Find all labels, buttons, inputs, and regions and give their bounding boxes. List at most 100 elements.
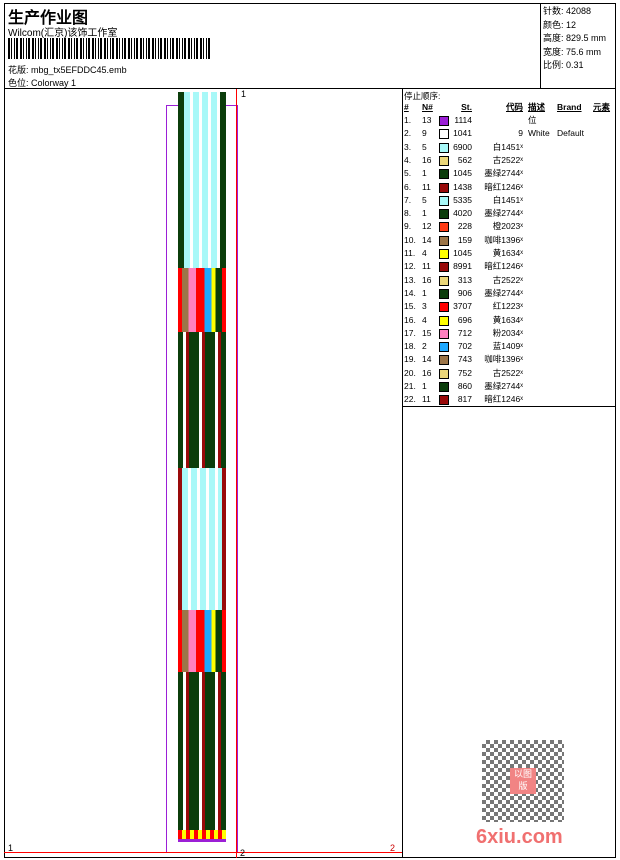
table-row: 10. 14 159 咖啡1396ˣ [403, 234, 616, 247]
stitch-count: 5335 [453, 194, 472, 205]
row-index: 15. [404, 301, 416, 312]
color-code: 古2522ˣ [492, 274, 523, 285]
stitch-count: 1438 [453, 181, 472, 192]
color-swatch [439, 328, 449, 339]
color-code: 橙2023ˣ [492, 221, 523, 232]
table-row: 20. 16 752 古2522ˣ [403, 367, 616, 380]
stitch-count: 696 [457, 314, 472, 325]
needle-number: 4 [422, 314, 427, 325]
column-header: # [404, 102, 409, 112]
row-index: 1. [404, 115, 412, 125]
description: 位 [528, 115, 537, 125]
embroidery-stripes [178, 672, 226, 830]
color-code: 粉2034ˣ [492, 327, 523, 338]
colorway-value: Colorway 1 [31, 78, 77, 88]
marker-left: 1 [8, 843, 14, 853]
needle-number: 4 [422, 248, 427, 258]
stitch-count: 752 [457, 367, 472, 378]
row-index: 19. [404, 354, 416, 365]
color-swatch [439, 129, 449, 140]
table-row: 11. 4 1045 黄1634ˣ [403, 247, 616, 260]
table-row: 3. 5 6900 白1451ˣ [403, 141, 616, 154]
color-code: 白1451ˣ [492, 141, 523, 152]
color-swatch [439, 288, 449, 299]
marker-top: 1 [241, 89, 247, 99]
needle-number: 1 [422, 287, 427, 298]
embroidery-white-zigzag [178, 92, 226, 268]
needle-number: 15 [422, 327, 432, 338]
color-swatch [439, 222, 449, 233]
watermark-text: 6xiu.com [476, 826, 563, 848]
color-swatch [439, 116, 449, 126]
color-code: 古2522ˣ [492, 367, 523, 378]
table-row: 9. 12 228 橙2023ˣ [403, 220, 616, 233]
info-value: 42088 [566, 6, 592, 16]
color-swatch [439, 368, 449, 379]
color-swatch [439, 169, 449, 180]
color-swatch [439, 302, 449, 313]
table-row: 14. 1 906 墨绿2744ˣ [403, 287, 616, 300]
company-name: Wilcom(汇京)该饰工作室 [8, 28, 118, 39]
row-index: 20. [404, 367, 416, 378]
table-row: 13. 16 313 古2522ˣ [403, 274, 616, 287]
stitch-count: 1045 [453, 168, 472, 179]
needle-number: 13 [422, 115, 432, 125]
column-header: N# [422, 102, 433, 112]
color-swatch [439, 209, 449, 220]
table-row: 4. 16 562 古2522ˣ [403, 154, 616, 167]
colorway: 色位: Colorway 1 [8, 76, 76, 89]
table-row: 19. 14 743 咖啡1396ˣ [403, 353, 616, 366]
stitch-count: 702 [457, 341, 472, 352]
seal-logo: 以图版 [510, 768, 536, 794]
info-row: 颜色: 12 [543, 19, 616, 33]
table-row: 17. 15 712 粉2034ˣ [403, 327, 616, 340]
color-swatch [439, 195, 449, 206]
file-name: mbg_tx5EFDDC45.emb [31, 65, 127, 75]
color-swatch [439, 249, 449, 259]
row-index: 9. [404, 221, 412, 232]
table-row: 8. 1 4020 墨绿2744ˣ [403, 207, 616, 220]
stitch-count: 3707 [453, 301, 472, 312]
description: White [528, 128, 550, 139]
table-row: 5. 1 1045 墨绿2744ˣ [403, 167, 616, 180]
stitch-count: 906 [457, 287, 472, 298]
color-code: 咖啡1396ˣ [484, 234, 523, 245]
color-swatch [439, 155, 449, 166]
guide-line [236, 89, 237, 858]
color-swatch [439, 182, 449, 193]
row-index: 10. [404, 234, 416, 245]
info-label: 针数: [543, 6, 564, 16]
stitch-count: 743 [457, 354, 472, 365]
column-header: 描述 [528, 102, 546, 112]
color-code: 墨绿2744ˣ [484, 381, 523, 391]
needle-number: 5 [422, 194, 427, 205]
color-swatch [439, 395, 449, 406]
barcode [8, 38, 212, 59]
needle-number: 16 [422, 367, 432, 378]
column-header: St. [461, 102, 472, 112]
table-title: 停止顺序: [404, 91, 441, 101]
stitch-count: 313 [457, 274, 472, 285]
table-row: 6. 11 1438 暗红1246ˣ [403, 181, 616, 194]
stitch-count: 1045 [453, 248, 472, 258]
color-code: 黄1634ˣ [492, 248, 523, 258]
info-value: 829.5 mm [566, 33, 607, 43]
needle-number: 14 [422, 234, 432, 245]
stitch-count: 712 [457, 327, 472, 338]
needle-number: 12 [422, 221, 432, 232]
row-index: 6. [404, 181, 412, 192]
info-value: 75.6 mm [566, 46, 602, 57]
row-index: 3. [404, 141, 412, 152]
row-index: 21. [404, 381, 416, 391]
page-title: 生产作业图 [8, 10, 89, 27]
qr-code: 以图版 [482, 740, 564, 822]
table-row: 18. 2 702 蓝1409ˣ [403, 340, 616, 353]
stitch-count: 4020 [453, 208, 472, 219]
file-label: 花版: [8, 65, 29, 75]
needle-number: 1 [422, 381, 427, 391]
needle-number: 3 [422, 301, 427, 312]
stitch-count: 8991 [453, 261, 472, 272]
row-index: 13. [404, 274, 416, 285]
info-value: 12 [566, 19, 577, 30]
